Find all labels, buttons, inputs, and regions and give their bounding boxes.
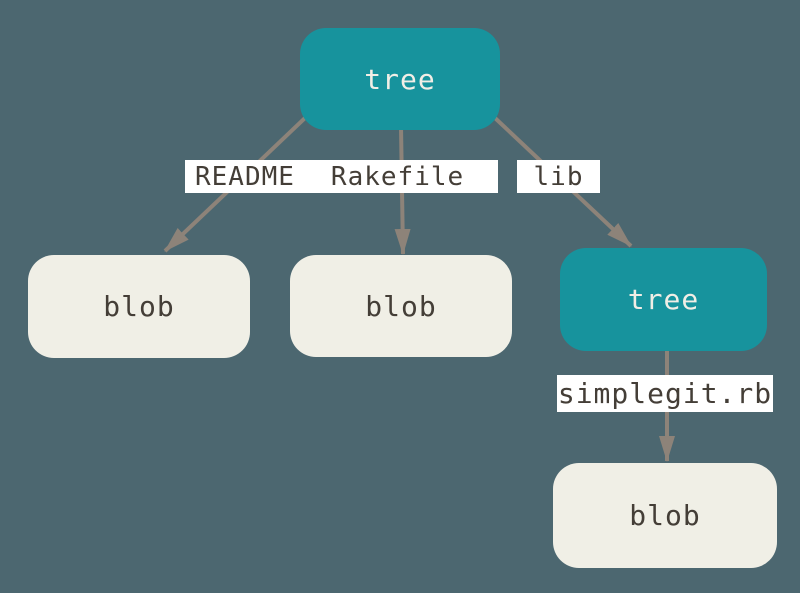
- blob-node-simplegit: blob: [553, 463, 777, 568]
- edge-label-lib: lib: [517, 160, 600, 193]
- blob-node-readme-label: blob: [103, 290, 175, 323]
- edge-label-readme: README: [195, 161, 295, 192]
- edge-label-readme-rakefile: README Rakefile: [185, 160, 498, 193]
- blob-node-simplegit-label: blob: [629, 499, 701, 532]
- tree-node-lib-label: tree: [627, 283, 700, 316]
- edge-label-simplegit: simplegit.rb: [557, 375, 773, 412]
- edge-label-rakefile: Rakefile: [330, 161, 465, 192]
- edge-label-lib-text: lib: [533, 161, 584, 192]
- blob-node-readme: blob: [28, 255, 250, 358]
- tree-node-lib: tree: [560, 248, 767, 351]
- blob-node-rakefile: blob: [290, 255, 512, 357]
- edge-label-simplegit-text: simplegit.rb: [557, 377, 773, 410]
- tree-node-root: tree: [300, 28, 500, 130]
- blob-node-rakefile-label: blob: [365, 289, 437, 323]
- tree-node-root-label: tree: [364, 62, 436, 96]
